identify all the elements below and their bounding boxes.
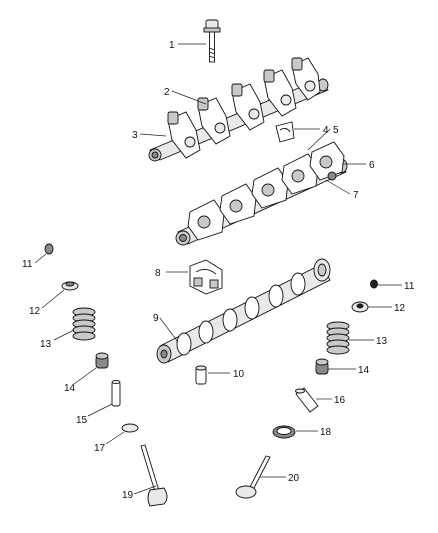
valve-guide-icon — [295, 387, 319, 413]
callout-1: 1 — [169, 40, 175, 51]
rocker-arm-icon — [167, 111, 201, 159]
rocker-arm-icon — [187, 199, 225, 241]
leader-7 — [325, 179, 351, 195]
intake-valve-icon — [140, 444, 168, 507]
callout-3: 3 — [132, 130, 138, 141]
leader-19 — [133, 485, 157, 495]
callout-15: 15 — [76, 415, 88, 426]
callout-20: 20 — [288, 473, 300, 484]
callout-17: 17 — [94, 443, 106, 454]
callout-labels: 1 2 3 4 5 6 7 8 9 10 11 11 12 12 13 13 1… — [22, 40, 415, 501]
callout-5: 5 — [333, 125, 339, 136]
exhaust-valve-icon — [235, 455, 271, 499]
callout-10: 10 — [233, 369, 245, 380]
spring-retainer-icon — [61, 281, 79, 291]
rocker-arm-group-lower — [187, 141, 345, 241]
camshaft-bearing-cap-icon — [189, 259, 223, 295]
valve-stem-seal-icon — [95, 352, 109, 369]
dowel-pin-icon — [195, 365, 207, 385]
leader-14-left — [73, 367, 97, 385]
rocker-arm-icon — [251, 167, 289, 209]
rocker-arm-icon — [231, 83, 265, 131]
rocker-arm-group-upper — [167, 57, 321, 159]
spring-retainer-icon — [351, 301, 369, 313]
rocker-arm-icon — [291, 57, 321, 101]
callout-12-right: 12 — [394, 303, 406, 314]
callout-16: 16 — [334, 395, 346, 406]
callout-8: 8 — [155, 268, 161, 279]
leader-5 — [307, 128, 331, 151]
callout-9: 9 — [153, 313, 159, 324]
rocker-arm-icon — [309, 141, 345, 181]
leader-9 — [159, 317, 179, 343]
callout-6: 6 — [369, 160, 375, 171]
callout-4: 4 — [323, 125, 329, 136]
leader-2 — [171, 90, 207, 105]
valve-spring-icon — [72, 307, 96, 341]
callout-14-left: 14 — [64, 383, 76, 394]
callout-19: 19 — [122, 490, 134, 501]
callout-2: 2 — [164, 87, 170, 98]
spring-seat-icon — [121, 423, 139, 433]
rocker-arm-icon — [219, 183, 257, 225]
callout-13-left: 13 — [40, 339, 52, 350]
callout-11-left: 11 — [22, 259, 33, 270]
callout-14-right: 14 — [358, 365, 370, 376]
valve-keeper-icon — [44, 243, 54, 255]
callout-11-right: 11 — [404, 281, 415, 292]
bolt-icon — [203, 19, 221, 63]
leader-12-left — [41, 289, 65, 309]
callout-12-left: 12 — [29, 306, 41, 317]
rocker-arm-icon — [197, 97, 231, 145]
valve-spring-icon — [326, 321, 350, 355]
rocker-arm-icon — [281, 153, 319, 195]
leader-13-left — [53, 329, 75, 341]
rocker-arm-icon — [263, 69, 297, 117]
leader-11-left — [34, 253, 47, 264]
leader-17 — [105, 431, 125, 445]
valve-keeper-icon — [370, 279, 378, 289]
valve-guide-icon — [111, 379, 121, 407]
camshaft-icon — [156, 258, 331, 364]
callout-7: 7 — [353, 190, 359, 201]
leader-15 — [87, 403, 113, 417]
shaft-clip-icon — [275, 121, 295, 143]
valve-seat-insert-icon — [272, 425, 296, 439]
callout-18: 18 — [320, 427, 332, 438]
leader-lines — [34, 43, 402, 495]
valve-stem-seal-icon — [315, 358, 329, 375]
callout-13-right: 13 — [376, 336, 388, 347]
leader-3 — [139, 133, 167, 137]
